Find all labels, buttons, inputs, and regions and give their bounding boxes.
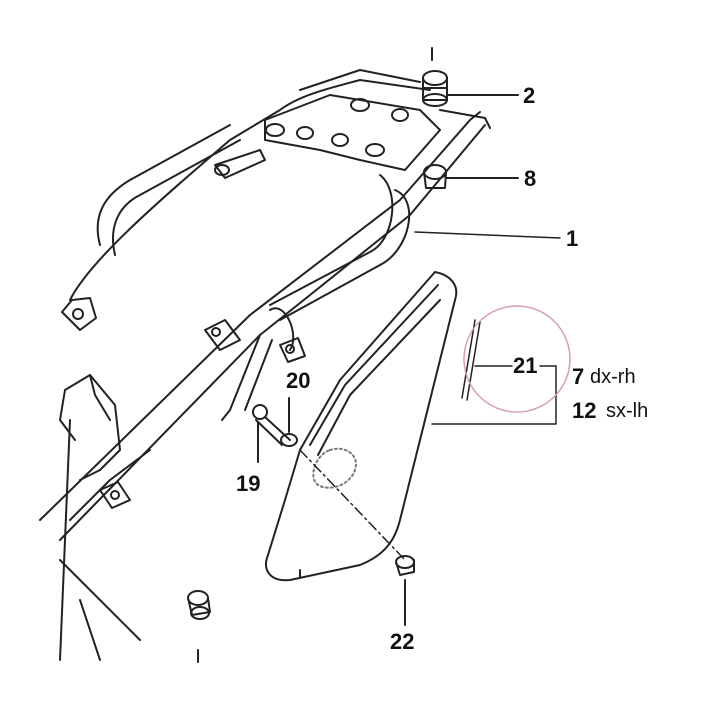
label-part-20: 20 [286,368,311,393]
grommet-8 [423,164,519,189]
label-part-1: 1 [566,226,579,251]
label-part-19: 19 [236,471,261,496]
label-side-dx-rh: dx-rh [590,366,636,388]
grommet-2 [422,47,519,107]
label-part-8: 8 [524,166,537,191]
label-part-2: 2 [523,83,536,108]
highlight-circle [463,305,571,413]
leader-line-1 [414,231,561,239]
tail-section [59,374,151,661]
adhesive-strip-21 [461,319,481,401]
washer-20 [280,397,298,447]
nut-22 [395,555,415,626]
assembly-line [299,449,406,561]
bolt-19 [252,404,291,463]
label-side-sx-lh: sx-lh [606,400,649,422]
rubber-spacer [187,590,211,663]
side-panel [265,271,458,582]
rear-rack-frame [39,79,491,541]
mounting-plate [214,69,441,179]
label-part-22: 22 [390,629,415,654]
label-part-21: 21 [513,353,538,378]
label-part-7: 7 [572,364,585,389]
label-part-12: 12 [572,398,597,423]
